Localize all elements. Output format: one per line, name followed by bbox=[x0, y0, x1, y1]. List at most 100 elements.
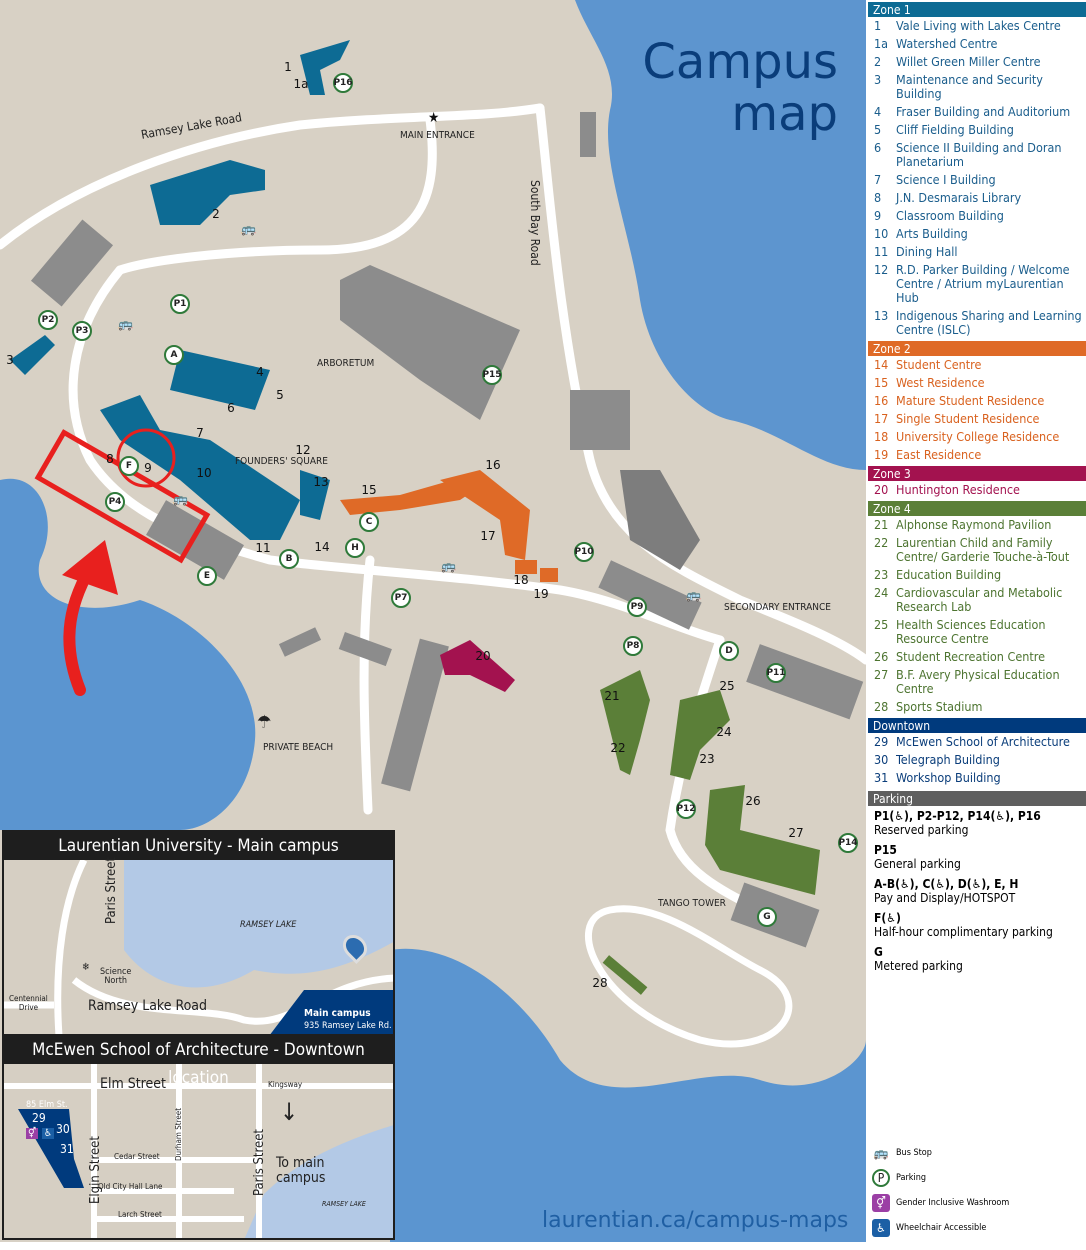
legend-item-label: Sports Stadium bbox=[896, 699, 983, 714]
building-number[interactable]: 18 bbox=[513, 573, 529, 587]
parking-marker[interactable]: P4 bbox=[105, 492, 125, 512]
label-to-main-campus: To main campus bbox=[276, 1155, 326, 1186]
building-number[interactable]: 20 bbox=[475, 649, 491, 663]
building-number[interactable]: 7 bbox=[196, 426, 204, 440]
building-29: 29 bbox=[32, 1111, 46, 1125]
building-number[interactable]: 23 bbox=[699, 752, 715, 766]
legend-item-label: Maintenance and Security Building bbox=[896, 72, 1043, 101]
building-number[interactable]: 2 bbox=[212, 207, 220, 221]
building-number[interactable]: 6 bbox=[227, 401, 235, 415]
building-number[interactable]: 28 bbox=[592, 976, 608, 990]
building-number[interactable]: 11 bbox=[255, 541, 271, 555]
parking-marker[interactable]: P7 bbox=[391, 588, 411, 608]
legend-item-number: 27 bbox=[874, 667, 889, 682]
parking-marker[interactable]: H bbox=[345, 538, 365, 558]
building-number[interactable]: 9 bbox=[144, 461, 152, 475]
building-number[interactable]: 16 bbox=[485, 458, 501, 472]
building-number[interactable]: 12 bbox=[295, 443, 311, 457]
parking-marker[interactable]: E bbox=[197, 566, 217, 586]
parking-marker[interactable]: P10 bbox=[574, 542, 594, 562]
building-number[interactable]: 13 bbox=[313, 475, 329, 489]
parking-marker[interactable]: P9 bbox=[627, 597, 647, 617]
legend-item-label: Mature Student Residence bbox=[896, 393, 1045, 408]
building-number[interactable]: 1 bbox=[284, 60, 292, 74]
parking-marker[interactable]: B bbox=[279, 549, 299, 569]
legend-item-number: 2 bbox=[874, 54, 882, 69]
building-number[interactable]: 1a bbox=[293, 77, 309, 91]
parking-marker[interactable]: P16 bbox=[333, 73, 353, 93]
zone-header: Zone 1 bbox=[868, 2, 1086, 17]
label-paris-street: Paris Street bbox=[252, 1128, 267, 1196]
building-number[interactable]: 24 bbox=[716, 725, 732, 739]
building-number[interactable]: 8 bbox=[106, 452, 114, 466]
building-number[interactable]: 19 bbox=[533, 587, 549, 601]
building-number[interactable]: 3 bbox=[6, 353, 14, 367]
building-number[interactable]: 22 bbox=[610, 741, 626, 755]
parking-marker[interactable]: P1 bbox=[170, 294, 190, 314]
umbrella-icon: ☂ bbox=[257, 712, 272, 733]
parking-marker[interactable]: D bbox=[719, 641, 739, 661]
building-number[interactable]: 14 bbox=[314, 540, 330, 554]
building-number[interactable]: 17 bbox=[480, 529, 496, 543]
building-number[interactable]: 26 bbox=[745, 794, 761, 808]
lake-west bbox=[0, 478, 256, 830]
building-number[interactable]: 10 bbox=[196, 466, 212, 480]
parking-marker[interactable]: P8 bbox=[623, 636, 643, 656]
building-number[interactable]: 27 bbox=[788, 826, 804, 840]
building-number[interactable]: 21 bbox=[604, 689, 620, 703]
building-number[interactable]: 15 bbox=[361, 483, 377, 497]
parking-marker[interactable]: P12 bbox=[676, 799, 696, 819]
label-kingsway: Kingsway bbox=[268, 1080, 303, 1089]
parking-marker[interactable]: P14 bbox=[838, 833, 858, 853]
website-link[interactable]: laurentian.ca/campus-maps bbox=[542, 1208, 849, 1233]
legend-item-label: McEwen School of Architecture bbox=[896, 734, 1070, 749]
building-number[interactable]: 25 bbox=[719, 679, 735, 693]
parking-marker[interactable]: P15 bbox=[482, 365, 502, 385]
building-number[interactable]: 4 bbox=[256, 365, 264, 379]
legend-item-label: Classroom Building bbox=[896, 208, 1004, 223]
parking-marker[interactable]: G bbox=[757, 907, 777, 927]
building-number[interactable]: 5 bbox=[276, 388, 284, 402]
parking-marker[interactable]: A bbox=[164, 345, 184, 365]
parking-marker[interactable]: P3 bbox=[72, 321, 92, 341]
parking-marker[interactable]: P2 bbox=[38, 310, 58, 330]
parking-marker[interactable]: C bbox=[359, 512, 379, 532]
parking-marker[interactable]: F bbox=[119, 456, 139, 476]
parking-marker[interactable]: P11 bbox=[766, 663, 786, 683]
legend-item-label: University College Residence bbox=[896, 429, 1060, 444]
